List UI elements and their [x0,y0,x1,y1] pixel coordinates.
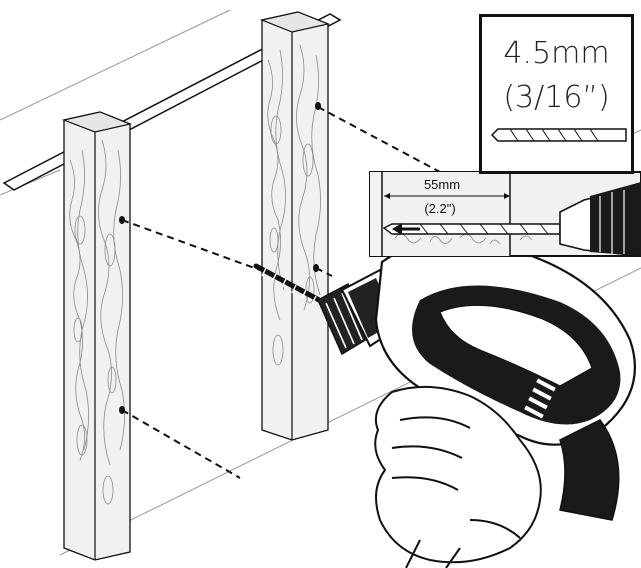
guide-line-upper-right [317,106,441,173]
bit-size-metric: 4.5mm [503,36,610,71]
bit-size-imperial: (3/16”) [503,80,610,115]
bit-size-panel: 4.5mm (3/16”) [479,14,634,174]
pilot-hole [315,102,321,110]
depth-label-metric: 55mm [424,177,460,192]
guide-line-lower-left [121,409,241,479]
arrow-left-icon [392,223,402,235]
guide-line-upper-left [121,219,261,271]
hand-icon [374,385,542,568]
wood-stud-icon [61,111,133,561]
depth-detail-panel: 55mm (2.2") [369,171,641,257]
pilot-hole [119,216,125,224]
depth-label-imperial: (2.2") [424,201,455,216]
pilot-hole [119,406,125,414]
pilot-hole [313,264,319,272]
drill-bit-icon [490,128,627,142]
wood-stud-icon [259,11,331,441]
hole-guides [119,102,441,479]
